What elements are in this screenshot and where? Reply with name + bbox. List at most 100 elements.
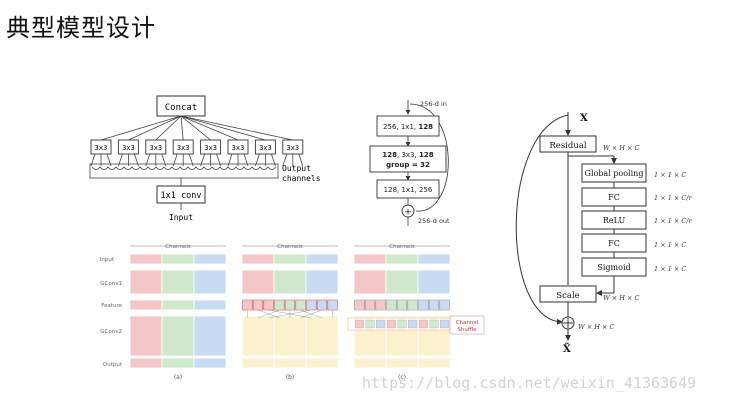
bottleneck-diagram: 256-d in 256, 1x1, 128 128, 3x3, 128 gro…: [369, 100, 450, 226]
shuffled-channel: [418, 319, 428, 329]
bottleneck-out-label: 256-d out: [418, 217, 450, 225]
branch-box: [90, 139, 112, 155]
branch-link-bottom: [298, 153, 304, 167]
channel-group-block: [129, 357, 163, 369]
branch-link-top: [180, 115, 239, 141]
shuffle-panel-c: Channels(c): [347, 244, 457, 381]
channels-label: Channels: [277, 244, 303, 250]
shuffled-channel: [365, 319, 375, 329]
channel-group-block: [353, 357, 387, 369]
channel-group-block: [129, 315, 163, 357]
bottleneck-box-2: [369, 145, 447, 173]
channel-group-block: [273, 357, 307, 369]
branch-label: 3x3: [122, 144, 135, 152]
branch-link-top: [180, 115, 211, 141]
feature-subgroup: [354, 299, 365, 311]
se-output-x: X̃: [563, 343, 571, 355]
channel-shuffle-label-1: Channel: [456, 320, 479, 326]
channel-group-block: [273, 253, 307, 265]
branch-link-top: [180, 115, 184, 141]
branch-link-top: [180, 115, 266, 141]
branch-link-top: [155, 115, 182, 141]
channel-group-block: [161, 269, 195, 295]
channel-group-block: [305, 315, 339, 357]
channel-group-block: [241, 253, 275, 265]
feature-subgroup: [396, 299, 408, 311]
se-block-diagram: X Residual W × H × C Global pooling FC R…: [515, 112, 693, 355]
channel-group-block: [161, 315, 195, 357]
row-label-output: Output: [103, 362, 123, 368]
channel-group-block: [305, 299, 339, 311]
branch-label: 3x3: [177, 144, 190, 152]
se-scale-dim: W × H × C: [603, 294, 640, 302]
shuffle-link: [257, 309, 280, 319]
se-dim-3: 1 × 1 × C/r: [654, 217, 693, 225]
se-global-pooling-label: Global pooling: [585, 169, 644, 178]
channel-group-block: [273, 315, 307, 357]
channel-group-block: [193, 315, 227, 357]
se-input-x: X: [580, 113, 588, 124]
se-dim-4: 1 × 1 × C: [654, 241, 686, 249]
branch-link-top: [180, 115, 293, 141]
se-fc2-label: FC: [608, 239, 620, 248]
channel-group-block: [193, 269, 227, 295]
shuffle-panel-a: Channels(a): [129, 244, 227, 381]
shuffle-panel-b: Channels (b): [241, 244, 339, 381]
channel-shuffle-box: [449, 315, 485, 335]
channel-group-block: [129, 299, 163, 311]
channel-group-block: [161, 253, 195, 265]
branch-link-top: [100, 115, 182, 141]
se-fc1-label: FC: [608, 193, 620, 202]
channel-group-block: [385, 253, 419, 265]
bottleneck-box-2-label: 128, 3x3, 128: [382, 151, 433, 159]
channel-shuffle-label-2: Shuffle: [457, 327, 477, 333]
se-sum-dim: W × H × C: [578, 323, 615, 331]
branch-label: 3x3: [232, 144, 245, 152]
bottleneck-plus: +: [404, 208, 412, 218]
channel-group-block: [417, 357, 451, 369]
branch-box: [282, 139, 304, 155]
channel-group-block: [353, 299, 387, 311]
branch-link-top: [128, 115, 182, 141]
feature-subgroup: [439, 299, 450, 311]
shuffled-channel: [376, 319, 386, 329]
panel-caption: (b): [286, 374, 295, 381]
row-label-gconv1: GConv1: [100, 281, 122, 287]
shuffled-channel: [354, 319, 364, 329]
channels-label: channels: [282, 174, 321, 183]
se-dim-1: 1 × 1 × C: [654, 171, 686, 179]
channel-group-block: [417, 253, 451, 265]
shuffle-link: [268, 309, 312, 319]
feature-subgroup: [407, 299, 418, 311]
channel-group-block: [193, 253, 227, 265]
channel-group-block: [353, 253, 387, 265]
channel-group-block: [193, 299, 227, 311]
output-label: Output: [282, 164, 311, 173]
branch-label: 3x3: [204, 144, 217, 152]
channel-group-block: [193, 357, 227, 369]
shuffle-link: [300, 309, 323, 319]
channel-group-block: [273, 299, 307, 311]
branch-box: [254, 139, 276, 155]
channel-group-block: [129, 253, 163, 265]
shuffled-channel: [429, 319, 439, 329]
channels-label: Channels: [165, 244, 191, 250]
channel-group-block: [305, 253, 339, 265]
conv-label: 1x1 conv: [161, 191, 202, 201]
row-label-input: Input: [100, 257, 115, 263]
bottleneck-box-1-label: 256, 1x1, 128: [383, 123, 433, 131]
branch-box: [117, 139, 139, 155]
branch-box: [145, 139, 167, 155]
concat-label: Concat: [165, 103, 198, 113]
branch-box: [200, 139, 222, 155]
channel-group-block: [385, 357, 419, 369]
feature-subgroup: [364, 299, 376, 311]
branch-label: 3x3: [259, 144, 272, 152]
feature-subgroup: [418, 299, 429, 311]
channel-group-block: [385, 299, 419, 311]
channel-group-block: [241, 315, 275, 357]
row-label-feature: Feature: [101, 303, 122, 309]
channel-group-block: [305, 357, 339, 369]
bottleneck-group-label: group = 32: [386, 161, 430, 169]
channel-group-block: [273, 269, 307, 295]
